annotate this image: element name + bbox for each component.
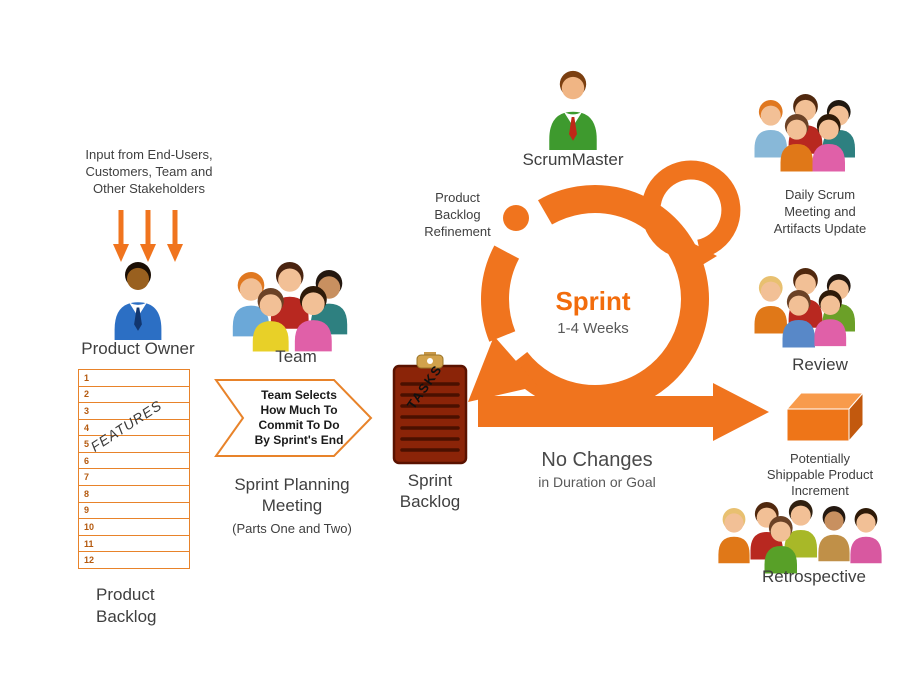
text-line: Shippable Product [766, 467, 874, 482]
backlog-row-number: 9 [84, 505, 90, 516]
backlog-row: 7 [79, 469, 189, 487]
text-line: Daily Scrum [784, 187, 856, 202]
text-line: Meeting [261, 496, 323, 515]
backlog-row-number: 10 [84, 521, 95, 532]
sprint-duration-label: 1-4 Weeks [557, 320, 629, 337]
text-line: How Much To [260, 403, 338, 417]
backlog-row: 8 [79, 486, 189, 503]
backlog-row: 6 [79, 453, 189, 470]
text-line: Backlog [434, 207, 481, 222]
backlog-row-number: 5 [84, 439, 90, 450]
sprint-backlog-clipboard-icon [392, 352, 468, 465]
refinement-label: Product Backlog Refinement [415, 189, 500, 240]
daily-scrum-label: Daily Scrum Meeting and Artifacts Update [754, 186, 886, 237]
sprint-planning-banner [214, 379, 373, 457]
scrum-master-label: ScrumMaster [522, 150, 624, 169]
backlog-row: 10 [79, 519, 189, 536]
text-line: Commit To Do [258, 418, 340, 432]
retrospective-label: Retrospective [762, 567, 866, 586]
backlog-row-number: 1 [84, 372, 90, 383]
backlog-row: 9 [79, 503, 189, 520]
refinement-dot-icon [503, 205, 529, 231]
sprint-backlog-label: Sprint Backlog [392, 470, 468, 512]
sprint-planning-banner-text: Team Selects How Much To Commit To Do By… [246, 388, 352, 448]
backlog-row: 3 [79, 403, 189, 420]
text-line: By Sprint's End [254, 433, 344, 447]
no-changes-title: No Changes [541, 449, 653, 471]
text-line: Team Selects [261, 388, 337, 402]
increment-label: Potentially Shippable Product Increment [746, 451, 894, 499]
backlog-row-number: 8 [84, 488, 90, 499]
sprint-planning-sublabel: (Parts One and Two) [232, 521, 352, 536]
daily-scrum-loop-arrow [641, 160, 741, 273]
text-line: Input from End-Users, [85, 147, 213, 162]
retrospective-group-icon [718, 500, 882, 574]
sprint-title: Sprint [555, 286, 631, 316]
backlog-row: 11 [79, 536, 189, 553]
text-line: Customers, Team and [85, 163, 213, 179]
backlog-row-number: 7 [84, 472, 90, 483]
daily-scrum-group-icon [754, 94, 855, 172]
no-changes-subtitle: in Duration or Goal [538, 474, 656, 490]
backlog-row-number: 11 [84, 538, 94, 549]
backlog-row-number: 6 [84, 455, 90, 466]
text-line: Potentially [790, 451, 850, 466]
backlog-row-number: 3 [84, 405, 90, 416]
text-line: Product [96, 585, 155, 604]
text-line: Sprint Planning [234, 475, 350, 494]
backlog-row-number: 4 [84, 422, 90, 433]
backlog-row: 5 [79, 436, 189, 453]
text-line: Refinement [424, 224, 491, 239]
backlog-row-number: 2 [84, 389, 90, 400]
team-label: Team [275, 347, 317, 366]
backlog-row-number: 12 [84, 555, 95, 566]
scrum-master-icon [549, 70, 597, 150]
text-line: Backlog [399, 492, 461, 511]
text-line: Product [435, 190, 480, 205]
product-increment-box-icon [785, 391, 865, 443]
backlog-row: 2 [79, 387, 189, 404]
output-arrow [478, 383, 769, 441]
backlog-row: 1 [79, 370, 189, 387]
product-owner-label: Product Owner [81, 339, 195, 358]
backlog-row: 4 [79, 420, 189, 437]
text-line: Increment [791, 483, 849, 498]
text-line: Sprint [407, 471, 453, 490]
product-backlog-table: 1 2 3 4 5 6 7 8 9 10 11 12 [78, 369, 190, 569]
text-line: Backlog [96, 607, 157, 626]
text-line: Other Stakeholders [92, 180, 205, 196]
review-group-icon [754, 268, 855, 348]
product-backlog-label: Product Backlog [96, 584, 156, 628]
stakeholder-input-arrows-icon [113, 210, 183, 262]
team-group-icon [232, 262, 348, 352]
product-owner-icon [114, 262, 162, 340]
review-label: Review [792, 355, 848, 374]
sprint-planning-meeting-label: Sprint Planning Meeting [212, 474, 372, 516]
text-line: Meeting and [784, 204, 856, 219]
backlog-row: 12 [79, 552, 189, 568]
stakeholder-input-note: Input from End-Users, Customers, Team an… [56, 147, 242, 198]
text-line: Artifacts Update [773, 221, 867, 236]
